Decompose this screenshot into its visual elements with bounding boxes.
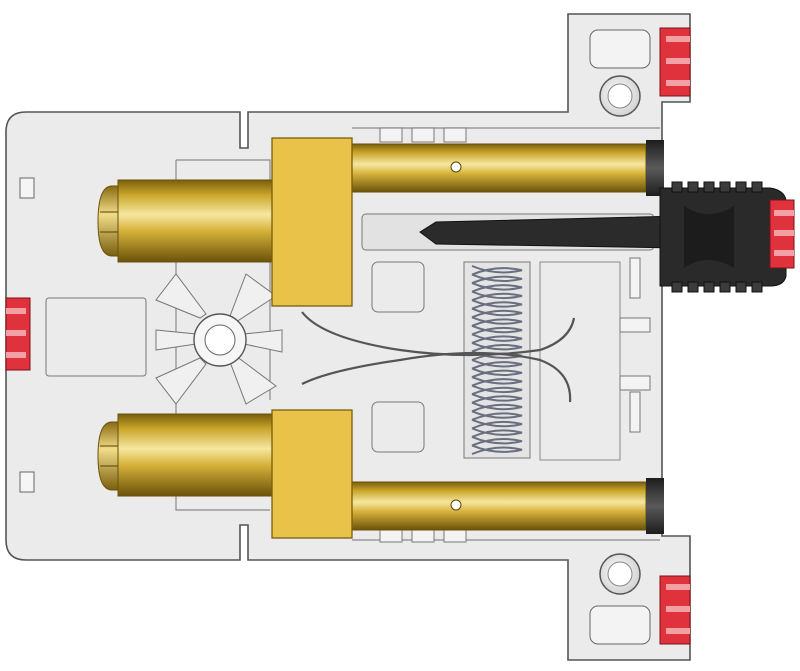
spring-coil xyxy=(471,265,523,276)
latch-tab xyxy=(619,317,651,333)
rod-sleeve xyxy=(646,140,664,196)
cavity-left-top xyxy=(371,261,425,313)
upper-pin xyxy=(97,179,279,263)
spring-coil xyxy=(471,307,523,319)
spring-coil xyxy=(471,273,523,285)
spring-coil xyxy=(471,427,523,438)
left-slot xyxy=(19,177,35,199)
latch-clip-icon xyxy=(769,199,795,269)
upper-rod xyxy=(347,140,664,196)
guide-rail xyxy=(629,391,641,433)
spring-coil xyxy=(471,333,523,344)
spring-coil xyxy=(471,384,523,396)
guide-rail xyxy=(629,257,641,299)
lower-block xyxy=(271,409,353,539)
spring-coil xyxy=(471,341,523,353)
top-notches xyxy=(379,127,467,543)
housing xyxy=(5,13,691,661)
spring-coil xyxy=(471,324,523,336)
pin-cap xyxy=(97,421,123,491)
latch-tab xyxy=(619,375,651,391)
mount-hole-icon xyxy=(599,553,641,595)
hub-star xyxy=(155,273,283,405)
spring-coil xyxy=(471,410,523,421)
spring-coil xyxy=(471,418,523,430)
coil-spring-icon xyxy=(471,265,523,455)
left-window xyxy=(45,297,147,377)
cavity-left-bottom xyxy=(371,401,425,453)
latch-clip-icon xyxy=(659,575,691,645)
latch-clip-icon xyxy=(5,297,31,371)
spring-coil xyxy=(471,435,523,447)
spring-coil xyxy=(471,401,523,413)
spring-coil xyxy=(471,376,523,387)
wire-spring xyxy=(301,311,576,403)
upper-block xyxy=(271,137,353,307)
connector-housing xyxy=(659,181,787,293)
latch-clip-icon xyxy=(659,27,691,97)
spring-coil xyxy=(471,444,523,455)
lower-rod xyxy=(347,478,664,534)
left-slot xyxy=(19,471,35,493)
spring-coil xyxy=(471,282,523,293)
spring-coil xyxy=(471,393,523,404)
slot-bottom-right xyxy=(589,605,651,645)
right-cavity xyxy=(539,261,621,461)
spring-coil xyxy=(471,316,523,327)
spring-coil xyxy=(471,359,523,370)
mount-hole-icon xyxy=(599,75,641,117)
spring-coil xyxy=(471,367,523,379)
spring-coil xyxy=(471,290,523,302)
slot-top-right xyxy=(589,29,651,69)
pin-cap xyxy=(97,185,123,257)
rod-sleeve xyxy=(646,478,664,534)
spring-coil xyxy=(471,299,523,310)
lower-pin xyxy=(97,413,279,497)
